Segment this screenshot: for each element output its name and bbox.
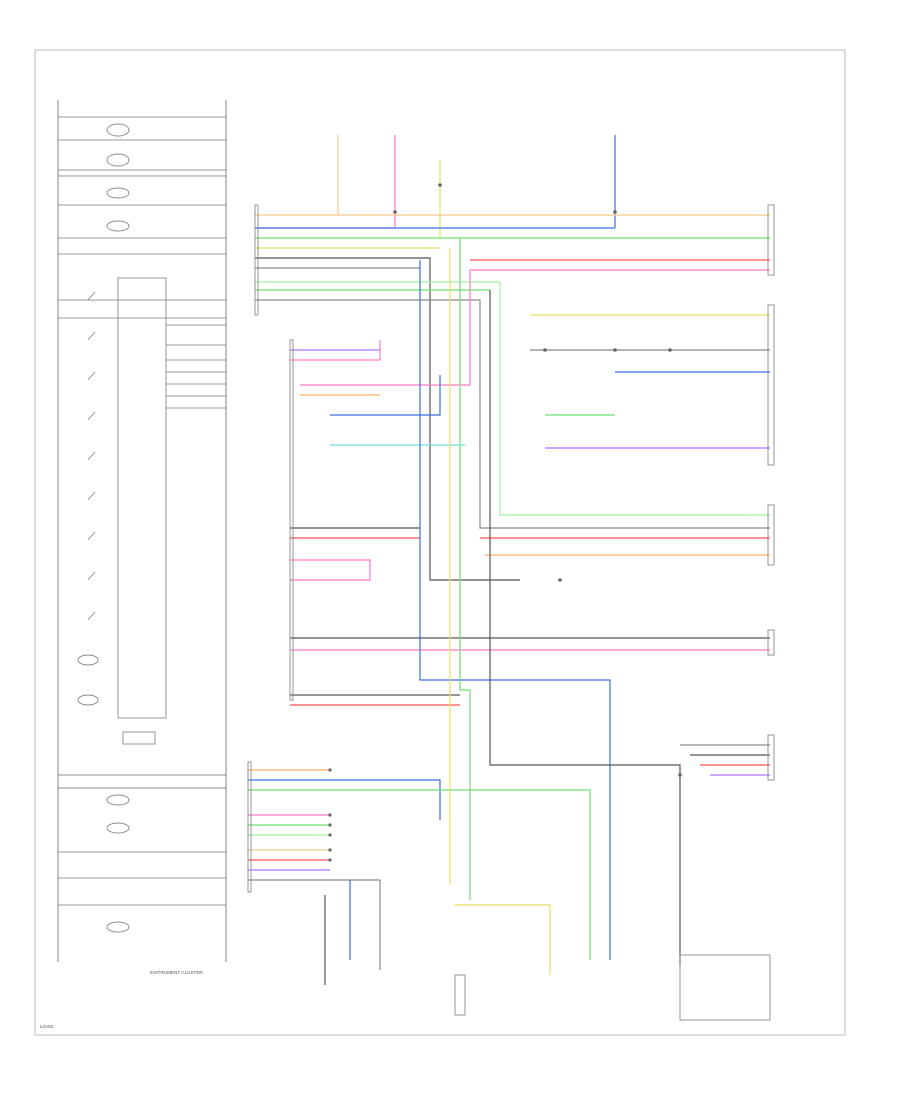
instrument-cluster: INSTRUMENT CLUSTER: [57, 100, 227, 975]
left-panel-label: INSTRUMENT CLUSTER: [150, 970, 203, 975]
wire-harness: [248, 135, 770, 985]
lamp-icon: [77, 654, 99, 666]
components: [247, 204, 775, 1021]
lamp-icon: [77, 694, 99, 706]
diagram-frame: [34, 49, 846, 1036]
lamp-icon: [106, 153, 130, 167]
footer-code: L0A62: [40, 1024, 54, 1029]
lamp-icon: [106, 921, 130, 933]
lamp-icon: [106, 220, 130, 232]
lamp-icon: [106, 123, 130, 137]
cluster-module: [117, 277, 167, 719]
lamp-icon: [106, 822, 130, 834]
cluster-connector: [122, 731, 156, 745]
splice-points: [328, 183, 682, 862]
lamp-icon: [106, 794, 130, 806]
lamp-icon: [106, 187, 130, 199]
